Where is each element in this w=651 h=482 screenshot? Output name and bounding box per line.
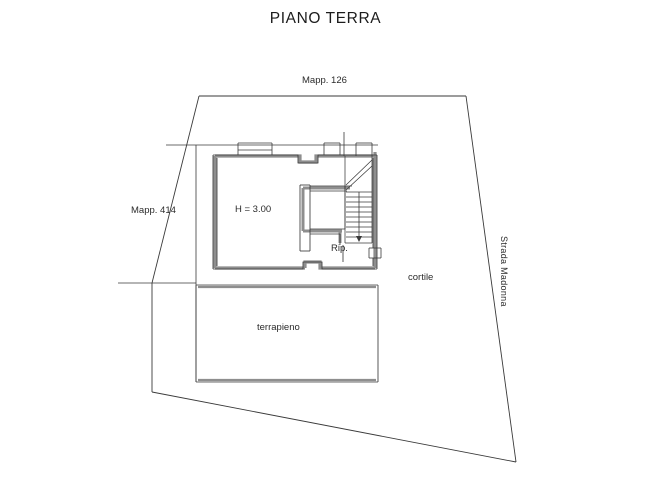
staircase <box>344 156 373 244</box>
page-title: PIANO TERRA <box>269 10 382 27</box>
terrapieno-wall-shading <box>198 285 376 382</box>
building-wall-outline <box>212 154 378 270</box>
terrapieno-area <box>195 284 379 383</box>
stair-direction-arrow <box>356 192 362 242</box>
label-embankment: terrapieno <box>257 322 300 333</box>
label-ceiling-height: H = 3.00 <box>235 204 272 215</box>
label-parcel-north: Mapp. 126 <box>302 75 347 86</box>
label-street-name: Strada Madonna <box>499 236 509 307</box>
property-boundary <box>151 95 517 463</box>
north-wall-openings <box>237 132 373 156</box>
east-wall-door-opening <box>368 247 382 259</box>
label-storage-room: Rip. <box>331 243 348 254</box>
label-courtyard: cortile <box>408 272 434 283</box>
label-parcel-west: Mapp. 414 <box>131 205 176 216</box>
